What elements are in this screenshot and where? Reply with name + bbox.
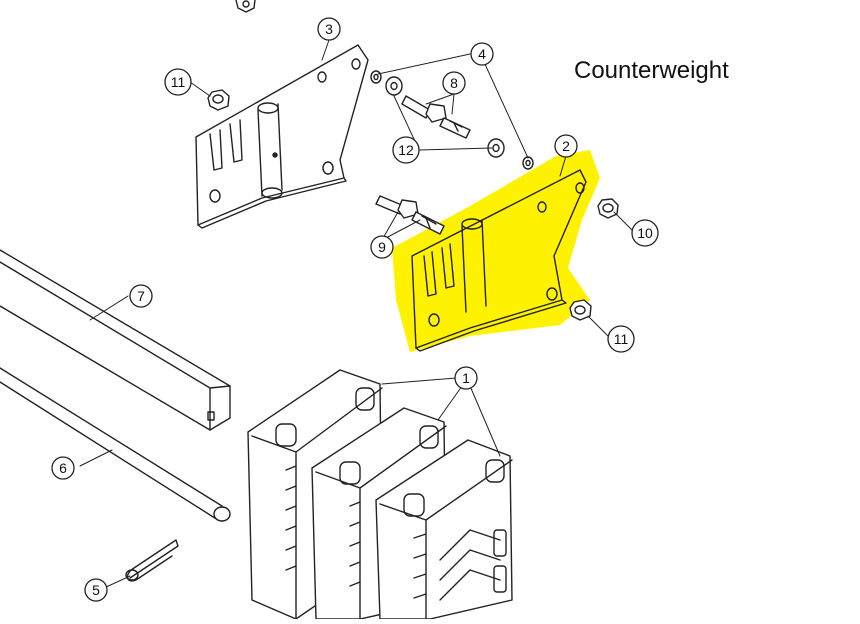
callout-circle-5 (84, 578, 108, 602)
nut-11-lower (569, 299, 592, 321)
bolts-9 (375, 195, 445, 235)
callout-label-3: 3 (325, 21, 333, 37)
callout-label-5: 5 (92, 582, 100, 598)
callout-circle-7 (129, 284, 153, 308)
callout-label-1: 1 (462, 370, 470, 386)
callout-circle-11b (607, 325, 635, 353)
callout-circle-6 (51, 456, 75, 480)
callout-circle-10 (631, 219, 659, 247)
callout-label-7: 7 (137, 288, 145, 304)
diagram-title: Counterweight (574, 57, 729, 84)
callout-labels: 1 2 3 4 5 6 7 8 9 10 11 11 12 (59, 21, 653, 598)
leader-lines (79, 39, 633, 589)
callout-label-8: 8 (450, 75, 458, 91)
callout-circle-1 (454, 366, 478, 390)
callout-label-11b: 11 (614, 331, 629, 347)
callout-circle-2 (554, 134, 578, 158)
callout-circle-4 (470, 42, 494, 66)
callout-label-10: 10 (637, 225, 653, 241)
callout-circle-8 (442, 71, 466, 95)
callout-label-4: 4 (478, 46, 486, 62)
callout-circle-11a (164, 68, 192, 96)
nut-11-upper (207, 89, 230, 111)
callout-label-11a: 11 (171, 74, 186, 90)
bracket-part-2 (411, 169, 587, 352)
callout-label-12: 12 (398, 142, 414, 158)
callout-label-9: 9 (378, 239, 386, 255)
nut-10 (597, 198, 619, 219)
callout-circle-9 (370, 235, 394, 259)
clip-pin-part-5 (125, 539, 179, 582)
hinge-bracket-left (195, 44, 369, 229)
bolts-8 (401, 95, 471, 139)
callout-label-2: 2 (562, 138, 570, 154)
callout-circle-3 (317, 17, 341, 41)
nut-top-partial (235, 0, 256, 13)
flat-bar-part-7 (0, 249, 231, 431)
callout-label-6: 6 (59, 460, 67, 476)
weights-part-1 (247, 369, 513, 620)
callout-circle-12 (392, 136, 420, 164)
callout-circles (51, 17, 659, 602)
highlight-part-2 (392, 150, 600, 352)
